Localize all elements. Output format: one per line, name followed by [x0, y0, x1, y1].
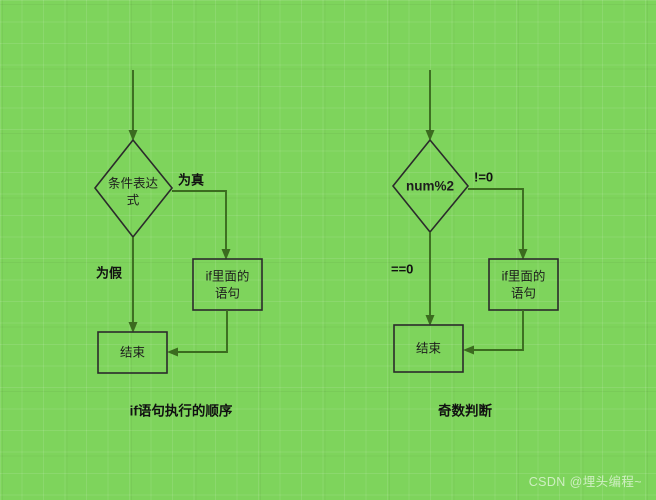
- edge-label-equal-zero: ==0: [391, 261, 413, 276]
- edge-false-to-end: [128, 237, 138, 333]
- terminal-node-end: 结束: [97, 331, 168, 374]
- edge-entry-to-decision-2: [425, 70, 435, 141]
- terminal-node-end-2-label: 结束: [416, 341, 442, 355]
- diagram-if-statement-flow: 条件表达 式 为真 为假 if里面的 语句: [93, 70, 263, 419]
- decision-node-condition: 条件表达 式: [93, 138, 174, 239]
- terminal-node-end-label: 结束: [120, 345, 146, 359]
- edge-entry-to-decision: [128, 70, 138, 141]
- process-node-if-body: if里面的 语句: [192, 258, 263, 311]
- edge-if-body-to-end-2: [463, 310, 524, 355]
- edge-if-body-to-end: [167, 310, 228, 357]
- decision-node-num-mod-2: num%2: [391, 138, 470, 234]
- diagram-caption-if-statement-flow: if语句执行的顺序: [130, 403, 233, 419]
- edge-not-equal-zero-to-if-body: [468, 188, 528, 260]
- decision-node-condition-line1: 条件表达: [108, 176, 159, 190]
- process-node-if-body-line1: if里面的: [206, 268, 250, 283]
- decision-node-num-mod-2-label: num%2: [406, 179, 454, 194]
- decision-node-condition-line2: 式: [127, 193, 140, 207]
- edge-label-false: 为假: [96, 265, 123, 280]
- edge-label-true: 为真: [178, 172, 204, 187]
- terminal-node-end-2: 结束: [393, 324, 464, 373]
- process-node-if-body-2: if里面的 语句: [488, 258, 559, 311]
- edge-equal-zero-to-end: [425, 232, 435, 326]
- diagram-caption-odd-number-check: 奇数判断: [438, 403, 492, 419]
- process-node-if-body-line2: 语句: [215, 286, 240, 300]
- process-node-if-body-2-line1: if里面的: [502, 268, 546, 283]
- process-node-if-body-2-line2: 语句: [511, 286, 536, 300]
- edge-label-not-equal-zero: !=0: [474, 169, 493, 184]
- edge-true-to-if-body: [172, 190, 231, 260]
- diagram-odd-number-check: num%2 !=0 ==0 if里面的 语句: [391, 70, 559, 419]
